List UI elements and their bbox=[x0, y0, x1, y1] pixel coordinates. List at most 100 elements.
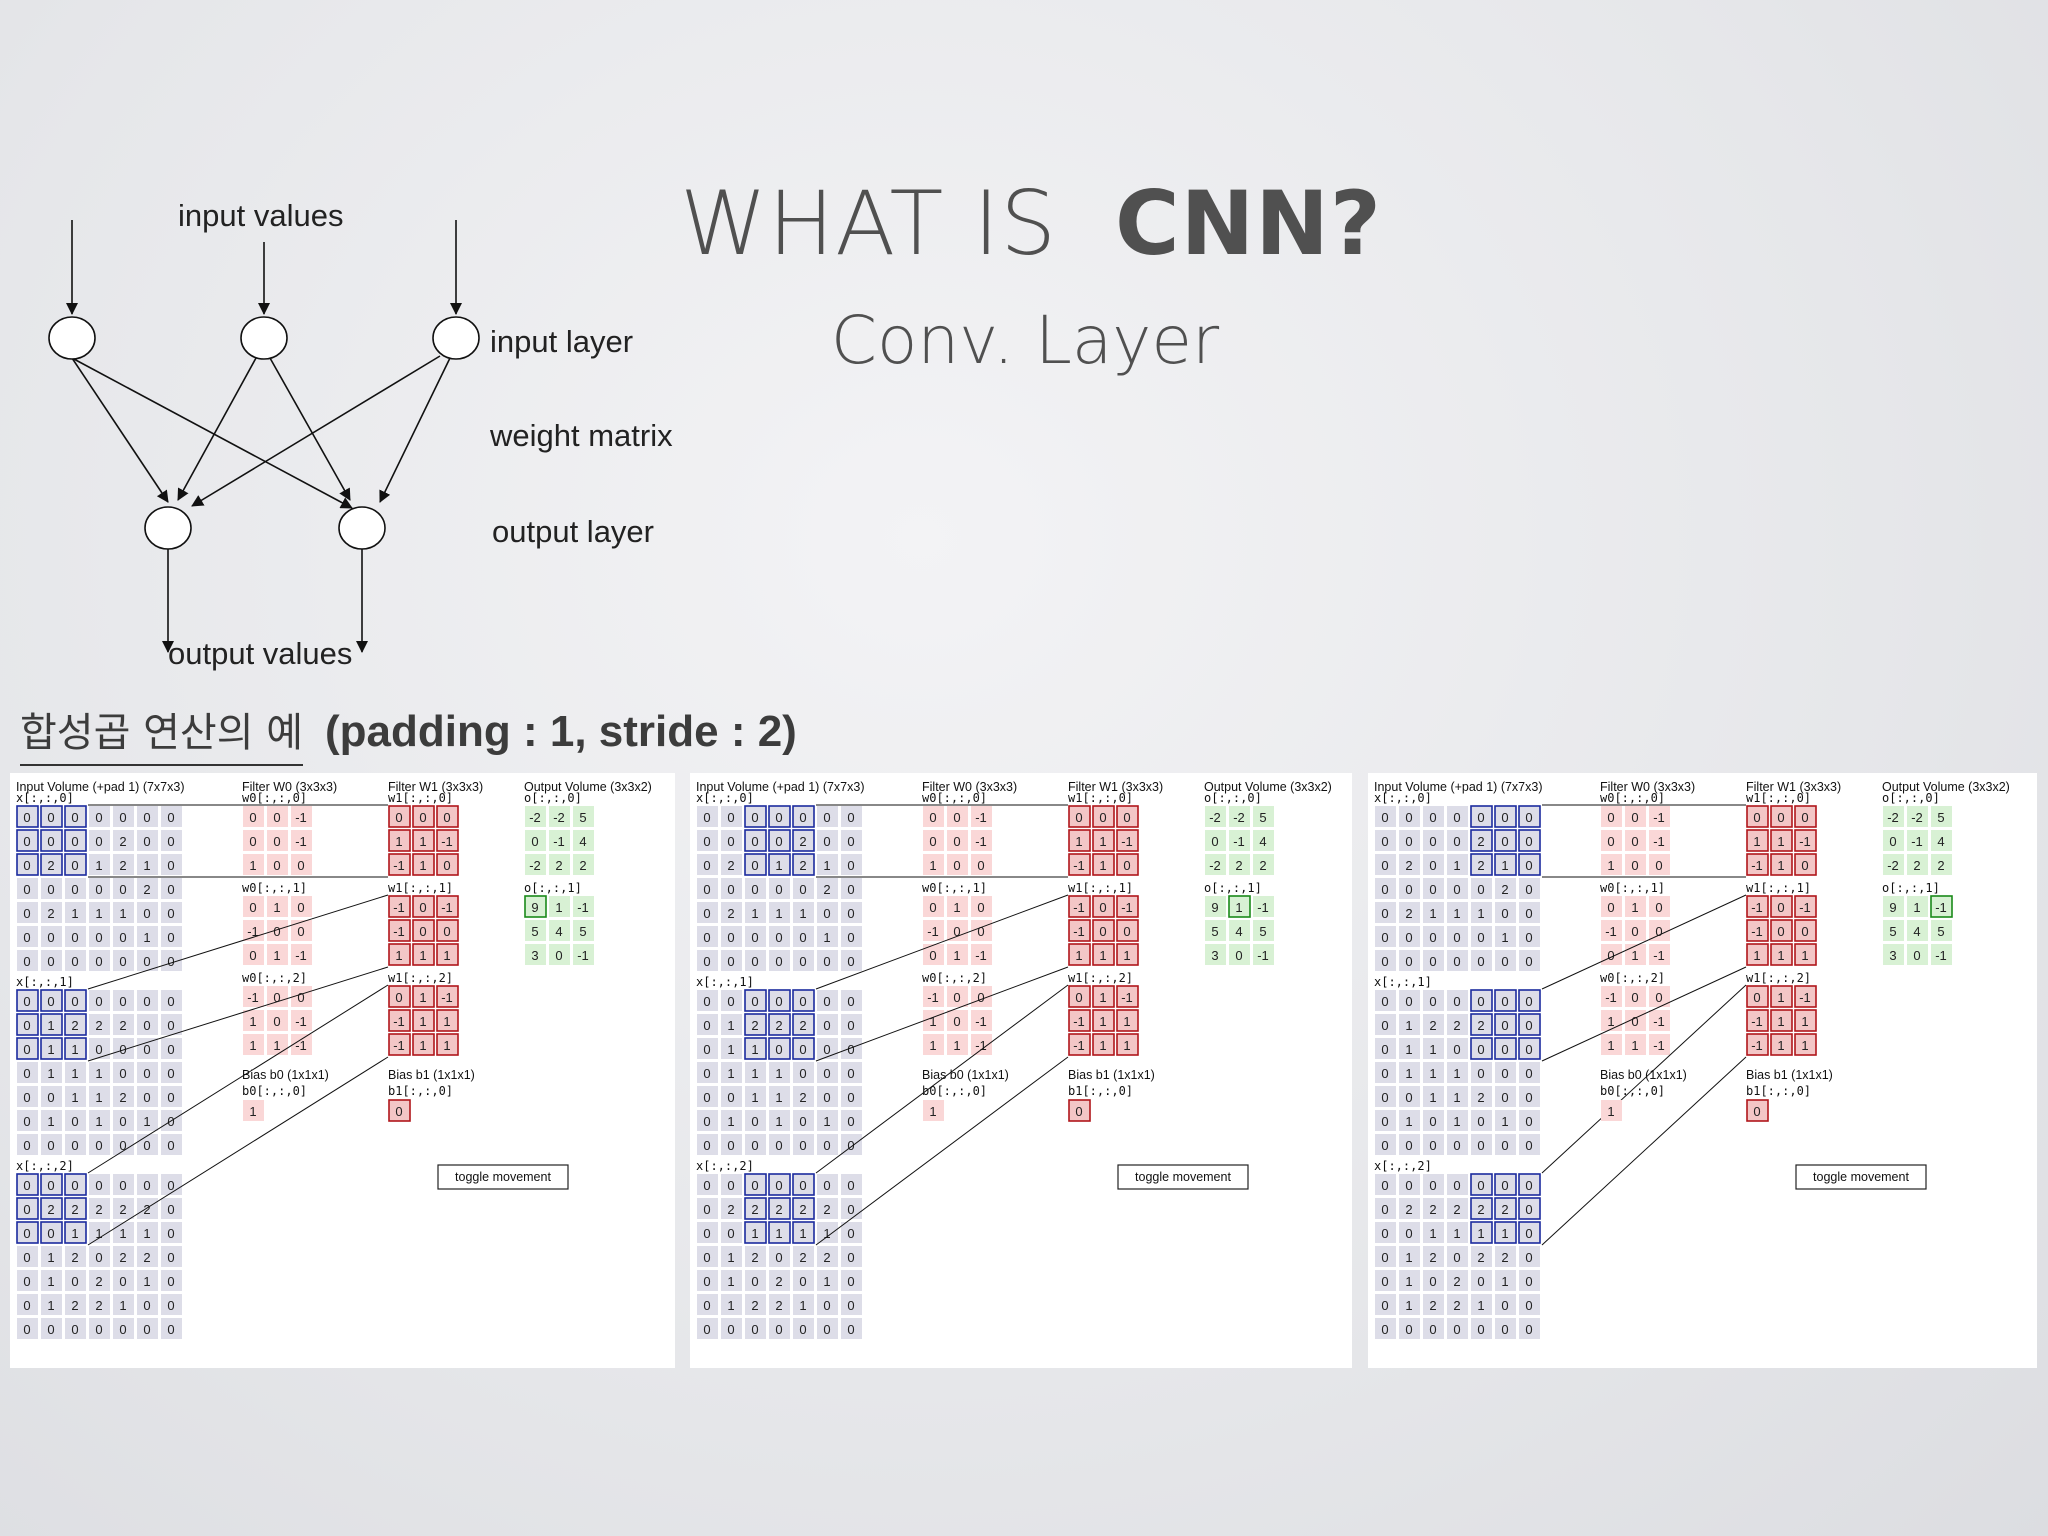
input-cell bbox=[841, 1086, 862, 1107]
input-window-box bbox=[40, 829, 63, 852]
filter-w1-box bbox=[1116, 1009, 1139, 1032]
bias-b0-cell bbox=[923, 1100, 944, 1121]
input-cell bbox=[721, 950, 742, 971]
input-cell bbox=[1399, 1222, 1420, 1243]
input-cell bbox=[745, 1062, 766, 1083]
input-value: 2 bbox=[1477, 834, 1484, 849]
toggle-movement-button-frame[interactable] bbox=[437, 1164, 569, 1190]
output-value: 0 bbox=[1211, 834, 1218, 849]
output-cell bbox=[1253, 806, 1274, 827]
filter-w0-value: -1 bbox=[1605, 990, 1617, 1005]
input-window-box bbox=[40, 1013, 63, 1036]
input-value: 1 bbox=[47, 1274, 54, 1289]
input-cell bbox=[697, 1110, 718, 1131]
toggle-movement-button-label[interactable]: toggle movement bbox=[1813, 1170, 1909, 1184]
toggle-movement-button-frame[interactable] bbox=[1795, 1164, 1927, 1190]
filter-w0-cell bbox=[947, 830, 968, 851]
input-value: 1 bbox=[775, 1066, 782, 1081]
toggle-movement-button-frame[interactable] bbox=[1117, 1164, 1249, 1190]
output-value: 1 bbox=[555, 900, 562, 915]
filter-w1-box bbox=[412, 919, 435, 942]
input-cell bbox=[1375, 1134, 1396, 1155]
input-value: 0 bbox=[23, 834, 30, 849]
input-cell bbox=[769, 1174, 790, 1195]
w1-slice-label: w1[:,:,0] bbox=[1746, 791, 1811, 805]
input-value: 0 bbox=[1381, 1274, 1388, 1289]
filter-w1-value: 0 bbox=[1753, 810, 1760, 825]
toggle-movement-button-label[interactable]: toggle movement bbox=[455, 1170, 551, 1184]
toggle-movement-button[interactable]: toggle movement bbox=[1117, 1164, 1249, 1190]
input-cell bbox=[1423, 902, 1444, 923]
filter-w1-box bbox=[412, 829, 435, 852]
input-cell bbox=[1447, 1318, 1468, 1339]
input-value: 1 bbox=[751, 1090, 758, 1105]
input-cell bbox=[137, 1174, 158, 1195]
input-value: 0 bbox=[823, 810, 830, 825]
filter-w0-cell bbox=[1649, 920, 1670, 941]
input-cell bbox=[1495, 1062, 1516, 1083]
toggle-movement-button-label[interactable]: toggle movement bbox=[1135, 1170, 1231, 1184]
input-cell bbox=[1447, 1086, 1468, 1107]
input-value: 2 bbox=[751, 1250, 758, 1265]
input-cell bbox=[1423, 1318, 1444, 1339]
toggle-movement-button[interactable]: toggle movement bbox=[437, 1164, 569, 1190]
filter-w1-cell bbox=[1093, 1010, 1114, 1031]
filter-w1-value: 0 bbox=[1801, 858, 1808, 873]
input-value: 0 bbox=[1477, 1274, 1484, 1289]
filter-w0-cell bbox=[923, 854, 944, 875]
input-cell bbox=[1495, 854, 1516, 875]
input-value: 0 bbox=[95, 882, 102, 897]
toggle-movement-button[interactable]: toggle movement bbox=[1795, 1164, 1927, 1190]
input-value: 0 bbox=[775, 1250, 782, 1265]
input-slice-label: x[:,:,2] bbox=[696, 1159, 754, 1173]
filter-w0-value: 0 bbox=[977, 990, 984, 1005]
input-cell bbox=[1471, 1198, 1492, 1219]
filter-w0-value: 1 bbox=[249, 1038, 256, 1053]
filter-w1-cell bbox=[1117, 830, 1138, 851]
filter-w1-box bbox=[388, 943, 411, 966]
input-window-box bbox=[1518, 805, 1541, 828]
filter-w1-cell bbox=[437, 896, 458, 917]
conv-demo-panel-1: Input Volume (+pad 1) (7x7x3)Filter W0 (… bbox=[10, 773, 675, 1368]
input-value: 0 bbox=[775, 994, 782, 1009]
bias-b0-slice-label: b0[:,:,0] bbox=[242, 1084, 307, 1098]
filter-w0-cell bbox=[267, 986, 288, 1007]
filter-w0-value: 0 bbox=[273, 990, 280, 1005]
filter-w1-value: 0 bbox=[1123, 858, 1130, 873]
input-value: 2 bbox=[727, 858, 734, 873]
input-value: 1 bbox=[751, 1066, 758, 1081]
input-window-box bbox=[744, 1197, 767, 1220]
input-cell bbox=[1495, 926, 1516, 947]
input-cell bbox=[697, 1318, 718, 1339]
input-cell bbox=[769, 1038, 790, 1059]
filter-w1-box bbox=[1746, 985, 1769, 1008]
input-cell bbox=[793, 950, 814, 971]
filter-w0-value: 0 bbox=[1607, 948, 1614, 963]
input-cell bbox=[745, 806, 766, 827]
input-cell bbox=[1399, 1198, 1420, 1219]
input-value: 1 bbox=[727, 1298, 734, 1313]
filter-w1-box bbox=[436, 1009, 459, 1032]
input-cell bbox=[745, 990, 766, 1011]
filter-w1-cell bbox=[413, 806, 434, 827]
filter-w0-value: -1 bbox=[295, 834, 307, 849]
filter-w1-box bbox=[1746, 1009, 1769, 1032]
input-value: 0 bbox=[823, 1178, 830, 1193]
input-cell bbox=[793, 854, 814, 875]
output-cell bbox=[549, 830, 570, 851]
input-value: 0 bbox=[1381, 1202, 1388, 1217]
input-value: 1 bbox=[1453, 1090, 1460, 1105]
input-cell bbox=[41, 1222, 62, 1243]
input-value: 0 bbox=[23, 1226, 30, 1241]
input-slice-label: x[:,:,1] bbox=[696, 975, 754, 989]
window-connector-line bbox=[87, 966, 389, 1062]
input-cell bbox=[1399, 1086, 1420, 1107]
filter-w1-value: 1 bbox=[1753, 834, 1760, 849]
filter-w1-value: 1 bbox=[1777, 1014, 1784, 1029]
input-window-box bbox=[64, 805, 87, 828]
input-cell bbox=[721, 1134, 742, 1155]
input-value: 1 bbox=[47, 1114, 54, 1129]
input-cell bbox=[161, 902, 182, 923]
input-value: 0 bbox=[23, 1066, 30, 1081]
input-value: 2 bbox=[1477, 858, 1484, 873]
